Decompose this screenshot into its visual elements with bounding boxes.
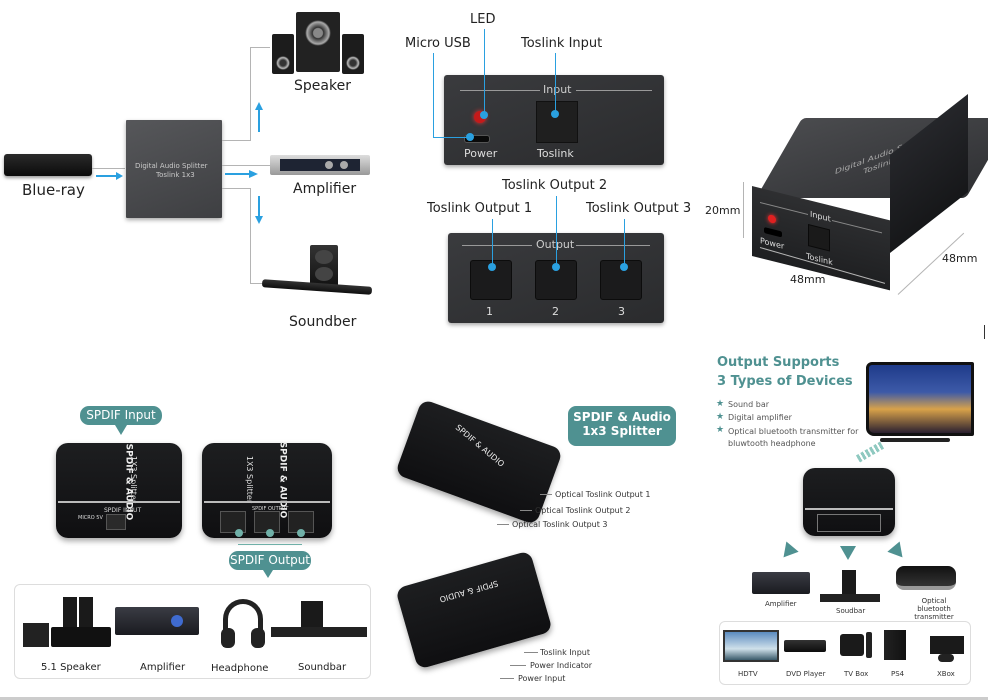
device-label-51-speaker: 5.1 Speaker [41, 662, 101, 673]
toslink-input-callout-2: Toslink Input [540, 648, 590, 657]
height-dimension: 20mm [705, 204, 741, 217]
target-soundbar-image [820, 570, 880, 602]
spdif-audio-badge: SPDIF & Audio 1x3 Splitter [568, 406, 676, 446]
optical-output-2-callout: Optical Toslink Output 2 [535, 506, 631, 515]
speaker-51-image [23, 597, 111, 647]
bluray-label: Blue-ray [22, 181, 85, 199]
target-amplifier-image [752, 572, 810, 594]
led-callout: LED [470, 12, 496, 27]
splitter-top-brand: SPDIF & AUDIO [453, 422, 506, 469]
source-dvd-label: DVD Player [786, 670, 826, 678]
output-face-label: SPDIF OUTPUT [252, 506, 289, 512]
source-devices-box: HDTV DVD Player TV Box PS4 XBox [719, 621, 971, 685]
input-face-label: SPDIF INPUT [104, 507, 142, 514]
speaker-image [272, 12, 364, 74]
dvd-player-image [784, 640, 826, 652]
bullet-sound-bar: Sound bar [728, 400, 770, 409]
spdif-output-device: SPDIF & AUDIO 1X3 Splitter SPDIF OUTPUT [202, 442, 332, 538]
input-face-device: Input Power Toslink [444, 75, 664, 165]
supports-title-line1: Output Supports [717, 355, 840, 370]
soundbar-label: Soundber [289, 314, 357, 330]
source-xbox-label: XBox [937, 670, 955, 678]
badge-line1: SPDIF & Audio [573, 410, 671, 424]
compatible-devices-box: 5.1 Speaker Amplifier Headphone Soundbar [14, 584, 371, 679]
port-number-3: 3 [618, 305, 625, 318]
bluray-player-image [4, 154, 92, 176]
toslink-output-1-callout: Toslink Output 1 [427, 201, 533, 216]
splitter-title: Digital Audio Splitter [135, 162, 208, 170]
toslink-output-2-callout: Toslink Output 2 [502, 178, 608, 193]
micro-usb-callout: Micro USB [405, 36, 471, 51]
width-dimension: 48mm [790, 273, 826, 286]
device-label-headphone: Headphone [211, 663, 269, 674]
depth-dimension: 48mm [942, 252, 978, 265]
source-hdtv-label: HDTV [738, 670, 758, 678]
curved-tv-image [866, 362, 974, 436]
bottom-divider [0, 697, 988, 700]
supports-title-line2: 3 Types of Devices [717, 374, 853, 389]
ps4-image [884, 630, 906, 660]
badge-line2: 1x3 Splitter [582, 424, 662, 438]
splitter-subtitle: Toslink 1x3 [156, 171, 195, 179]
toslink-input-port [536, 101, 578, 143]
arrow-icon [855, 441, 885, 463]
micro-5v-label: MICRO 5V [78, 515, 103, 521]
micro-usb-port [464, 135, 490, 143]
arrow-down-icon [258, 196, 260, 216]
dim-input-label: Input [810, 209, 831, 224]
device-label-soundbar: Soundbar [298, 662, 347, 673]
xbox-image [930, 636, 964, 654]
power-port-label: Power [464, 147, 498, 160]
amplifier-device-image [115, 607, 199, 635]
output-device-model: 1X3 Splitter [245, 455, 255, 504]
input-arrow-icon [96, 175, 116, 177]
tv-box-image [840, 634, 864, 656]
hdtv-image [723, 630, 779, 662]
source-ps4-label: PS4 [891, 670, 905, 678]
supports-splitter-device [803, 468, 895, 536]
optical-output-3-callout: Optical Toslink Output 3 [512, 520, 608, 529]
soundbar-device-image [271, 601, 367, 637]
optical-output-1-callout: Optical Toslink Output 1 [555, 490, 651, 499]
amplifier-image [270, 155, 370, 175]
target-soundbar-label: Soudbar [836, 607, 866, 615]
spdif-input-device: SPDIF & AUDIO 1X3 Splitter SPDIF INPUT M… [56, 443, 182, 538]
splitter-box: Digital Audio Splitter Toslink 1x3 [126, 120, 222, 218]
source-tvbox-label: TV Box [844, 670, 869, 678]
arrow-up-icon [258, 110, 260, 132]
arrow-right-icon [225, 173, 250, 175]
toslink-port-label: Toslink [537, 147, 574, 160]
input-device-model: 1X3 Splitter [129, 455, 139, 504]
target-bt-transmitter-image [896, 566, 956, 590]
arrow-icon [887, 541, 909, 563]
bullet-bt-transmitter: Optical bluetooth transmitter for bluwto… [728, 427, 859, 448]
port-number-2: 2 [552, 305, 559, 318]
toslink-output-3-callout: Toslink Output 3 [586, 201, 692, 216]
port-number-1: 1 [486, 305, 493, 318]
arrow-icon [777, 541, 799, 563]
spdif-output-pill: SPDIF Output [229, 551, 311, 570]
power-input-callout: Power Input [518, 674, 566, 683]
device-label-amplifier: Amplifier [140, 662, 186, 673]
target-amplifier-label: Amplifier [765, 600, 797, 608]
target-bt-transmitter-label: Optical bluetooth transmitter [914, 597, 954, 621]
star-icon: ★ [716, 425, 725, 435]
text-cursor [984, 325, 985, 339]
star-icon: ★ [716, 412, 725, 422]
arrow-icon [840, 546, 856, 560]
power-indicator-callout: Power Indicator [530, 661, 593, 670]
dim-led-icon [768, 213, 776, 224]
output-section-label: Output [536, 238, 574, 251]
splitter-bottom-brand: SPDIF & AUDIO [438, 578, 500, 604]
soundbar-image [310, 245, 338, 287]
speaker-label: Speaker [294, 78, 351, 94]
input-section-label: Input [543, 83, 572, 96]
spdif-input-pill: SPDIF Input [80, 406, 162, 425]
star-icon: ★ [716, 399, 725, 409]
amplifier-label: Amplifier [293, 181, 357, 197]
bullet-digital-amplifier: Digital amplifier [728, 413, 792, 422]
headphone-image [221, 599, 265, 648]
toslink-input-callout: Toslink Input [521, 36, 603, 51]
